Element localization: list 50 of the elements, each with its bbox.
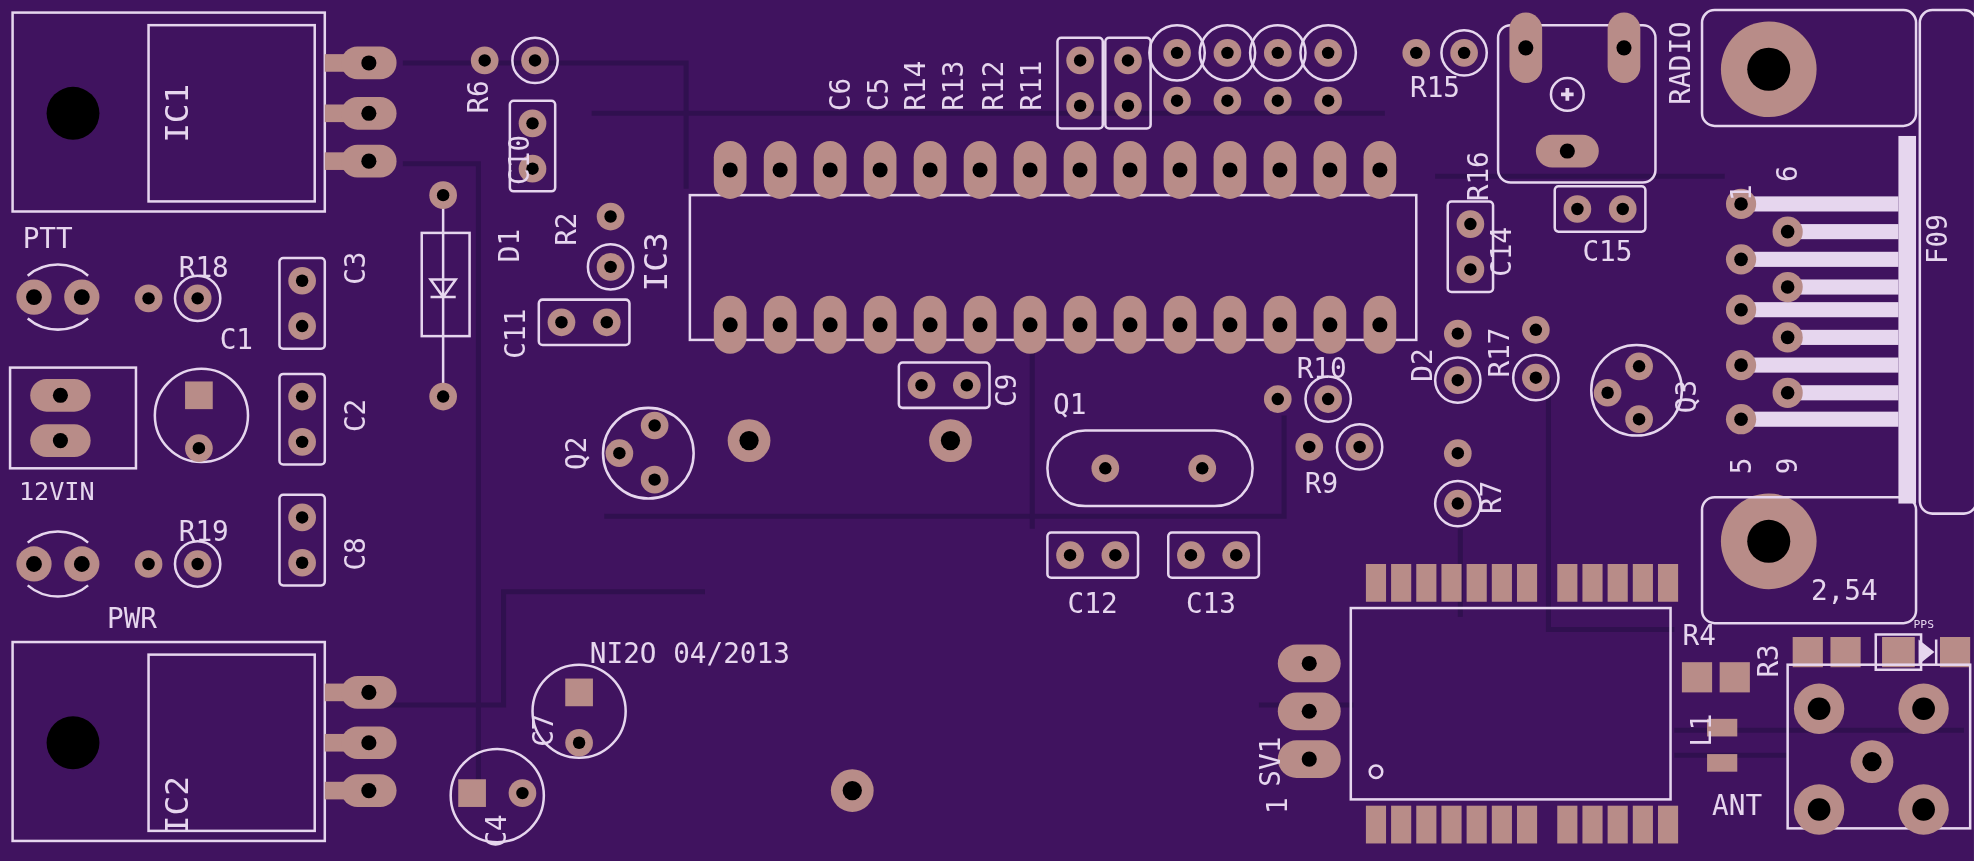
- component-label: D2: [1408, 348, 1437, 382]
- component-label: 2,54: [1810, 577, 1878, 606]
- component-label: Q1: [1053, 391, 1087, 420]
- component-label: R7: [1477, 480, 1506, 514]
- component-label: PTT: [22, 225, 73, 254]
- component-label: 6: [1773, 165, 1802, 183]
- component-label: C5: [864, 77, 893, 112]
- component-label: C9: [992, 373, 1021, 407]
- component-label: PPS: [1913, 618, 1934, 631]
- component-label: IC1: [159, 83, 193, 143]
- component-label: C6: [826, 77, 855, 112]
- component-label: IC3: [638, 232, 671, 292]
- component-label: R16: [1465, 151, 1493, 202]
- component-label: D1: [495, 228, 524, 263]
- component-label: PWR: [107, 605, 158, 634]
- component-label: C1: [219, 326, 254, 354]
- component-label: L1: [1687, 713, 1716, 747]
- component-label: R11: [1018, 60, 1046, 111]
- component-label: C13: [1185, 590, 1236, 619]
- component-label: 9: [1773, 457, 1802, 475]
- component-label: C8: [342, 537, 370, 571]
- component-label: 5: [1727, 457, 1756, 475]
- component-label: R9: [1304, 470, 1339, 499]
- component-label: R15: [1409, 74, 1460, 102]
- component-label: C2: [342, 398, 370, 433]
- component-label: C12: [1067, 590, 1118, 619]
- component-label: 12VIN: [18, 478, 95, 504]
- component-label: R6: [464, 80, 492, 114]
- component-label: R2: [552, 212, 581, 246]
- component-label: IC2: [159, 776, 193, 836]
- component-label: R13: [940, 60, 968, 111]
- component-label: C3: [342, 251, 370, 285]
- component-label: C15: [1582, 237, 1633, 266]
- component-label: R17: [1486, 327, 1515, 378]
- component-label: R4: [1682, 621, 1716, 650]
- component-label: SV1: [1257, 736, 1286, 787]
- component-label: 1: [1727, 184, 1756, 201]
- component-label: R18: [178, 254, 229, 282]
- component-label: R12: [980, 60, 1009, 111]
- component-label: Q2: [562, 436, 591, 470]
- component-label: R10: [1296, 355, 1347, 383]
- component-label: R3: [1754, 644, 1783, 678]
- component-label: C11: [502, 308, 530, 359]
- component-label: R19: [178, 518, 229, 547]
- component-label: F09: [1924, 214, 1953, 265]
- component-label: NI2O 04/2013: [589, 640, 790, 669]
- component-label: RADIO: [1666, 21, 1695, 105]
- component-label: R14: [902, 60, 931, 111]
- component-label: ANT: [1712, 791, 1763, 820]
- component-label: 1: [1264, 797, 1292, 815]
